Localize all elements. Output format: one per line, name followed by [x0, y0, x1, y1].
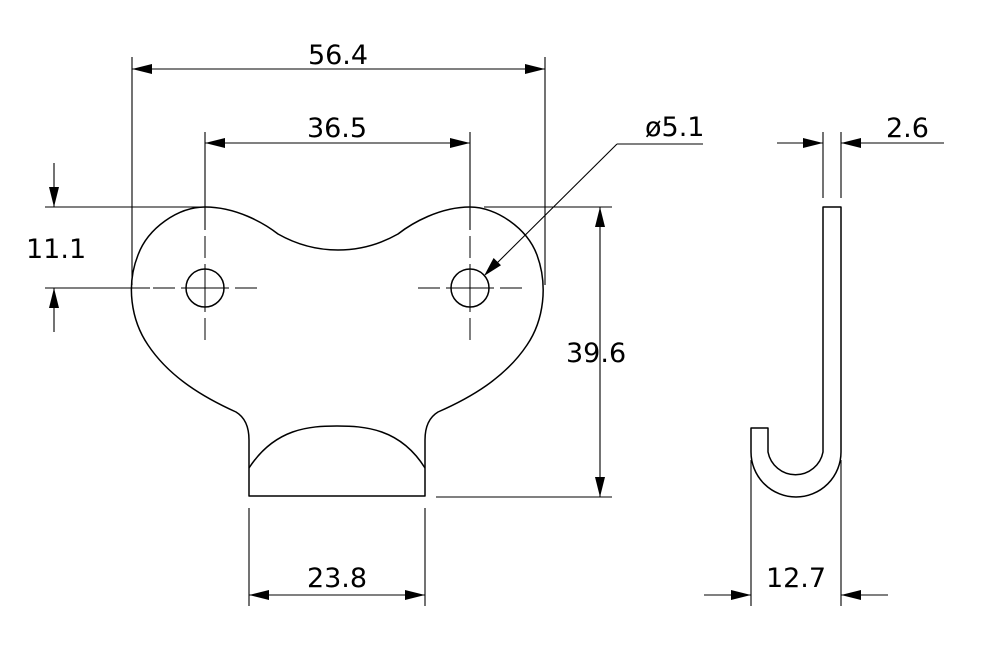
- center-lines: [153, 236, 522, 340]
- dim-overall-width-label: 56.4: [308, 40, 368, 71]
- dim-hole-diameter-label: ø5.1: [645, 112, 704, 143]
- dim-thickness-label: 2.6: [886, 113, 929, 144]
- dim-hook-depth-label: 12.7: [766, 563, 826, 594]
- dim-tab-width-label: 23.8: [307, 563, 367, 594]
- dim-thickness: 2.6: [777, 113, 944, 198]
- dim-tab-width: 23.8: [248, 508, 426, 606]
- plate-outline: [130, 206, 544, 497]
- dim-height-label: 39.6: [566, 338, 626, 369]
- dim-hole-offset-label: 11.1: [26, 234, 86, 265]
- dim-height: 39.6: [436, 206, 626, 498]
- dim-hole-diameter: ø5.1: [484, 112, 704, 276]
- tab-bend-arc: [248, 425, 426, 469]
- dim-hole-spacing: 36.5: [204, 113, 471, 230]
- dim-hole-offset: 11.1: [26, 163, 205, 332]
- hook-outline: [750, 206, 842, 498]
- dim-hole-spacing-label: 36.5: [307, 113, 367, 144]
- dim-overall-width: 56.4: [131, 40, 546, 285]
- dim-hook-depth: 12.7: [704, 460, 888, 606]
- hook-side-view: [750, 206, 842, 498]
- plate-front-view: [130, 206, 544, 497]
